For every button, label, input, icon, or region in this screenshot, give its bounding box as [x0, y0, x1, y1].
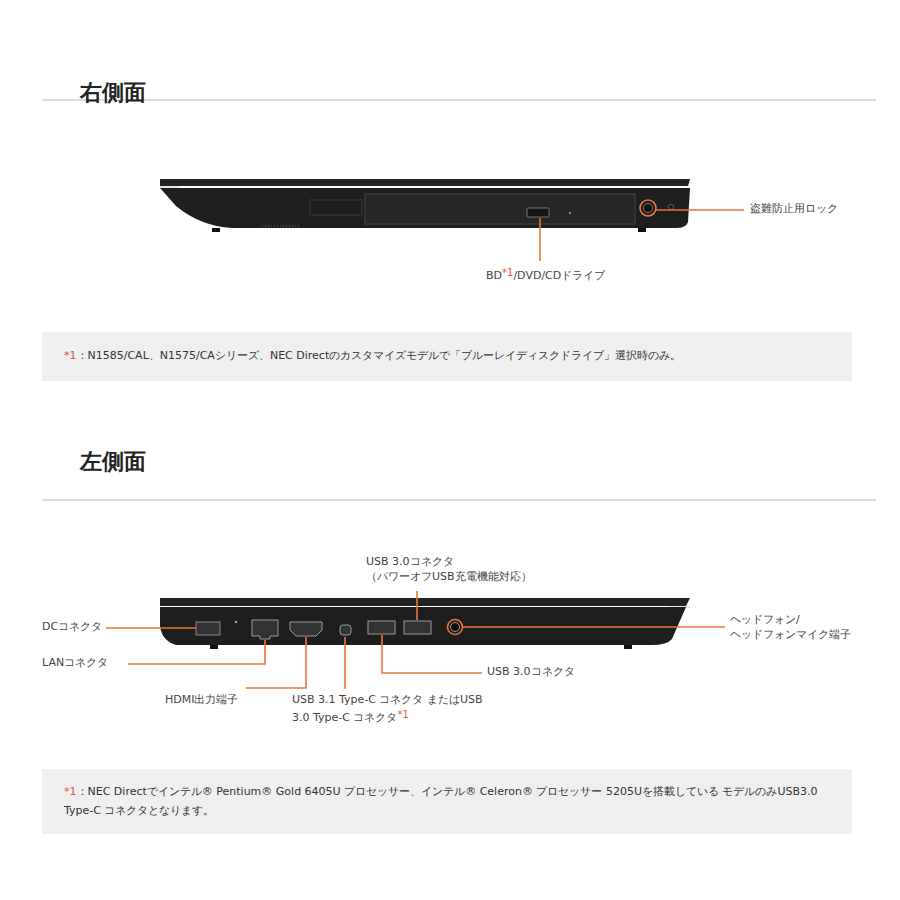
footnote-mark: *1: [397, 709, 408, 720]
part-label-group: DCコネクタ: [42, 620, 102, 635]
footnote-panel: *1：N1585/CAL、N1575/CAシリーズ、NEC Directのカスタ…: [42, 332, 852, 381]
leader-ring: [640, 200, 656, 216]
part-label-group: USB 3.1 Type-C コネクタ またはUSB 3.0 Type-C コネ…: [292, 693, 488, 726]
part-label-group: LANコネクタ: [42, 656, 108, 671]
section-heading-group: 左側面: [80, 447, 146, 477]
footnote-mark: *1: [64, 349, 77, 362]
section-heading: 左側面: [80, 449, 146, 474]
part-label-group: 盗難防止用ロック: [750, 202, 838, 217]
part-label: USB 3.0コネクタ: [487, 665, 575, 678]
rule-line: [42, 99, 876, 100]
leader-line: [344, 637, 346, 689]
leader-line: [246, 637, 306, 688]
part-label-group: ヘッドフォン/ ヘッドフォンマイク端子: [730, 613, 868, 643]
part-label: /DVD/CDドライブ: [513, 269, 605, 282]
leader-line: [382, 635, 482, 673]
part-label-group: HDMI出力端子: [165, 693, 238, 708]
part-label: BD: [486, 269, 502, 282]
usbc-port: [340, 625, 351, 635]
part-label: ヘッドフォン/ ヘッドフォンマイク端子: [730, 613, 851, 641]
part-label-group: USB 3.0コネクタ: [487, 665, 575, 680]
laptop-base: [160, 188, 690, 228]
port-hole: [669, 205, 674, 210]
part-label: DCコネクタ: [42, 620, 102, 633]
section-heading: 右側面: [80, 80, 146, 105]
part-label: LANコネクタ: [42, 656, 108, 669]
footnote-panel: *1：NEC Directでインテル® Pentium® Gold 6405U …: [42, 769, 852, 834]
audio-jack: [451, 623, 460, 632]
part-label-group: USB 3.0コネクタ （パワーオフUSB充電機能対応）: [366, 555, 544, 585]
footnote-text: ：N1585/CAL、N1575/CAシリーズ、NEC Directのカスタマイ…: [77, 349, 682, 362]
leader-line: [539, 218, 541, 261]
optical-drive: [365, 194, 635, 224]
leader-line: [128, 640, 265, 664]
lid-edge: [160, 187, 180, 188]
drive-led: [569, 212, 571, 214]
laptop-base: [160, 607, 686, 645]
eject-button: [527, 208, 549, 217]
footnote-text: ：NEC Directでインテル® Pentium® Gold 6405U プロ…: [64, 785, 818, 817]
part-label-group: BD*1/DVD/CDドライブ: [486, 266, 605, 284]
leader-line: [416, 591, 418, 620]
hdmi-port: [290, 622, 322, 636]
dc-port: [196, 622, 220, 635]
footnote-mark: *1: [64, 785, 77, 798]
usb-port: [404, 621, 431, 634]
foot: [624, 645, 632, 649]
leader-ring: [448, 620, 463, 635]
leader-line: [656, 209, 744, 211]
led: [235, 621, 238, 624]
drive-bezel: [310, 200, 362, 215]
laptop-lid: [160, 598, 690, 606]
foot: [212, 228, 220, 232]
lock-slot: [644, 204, 653, 213]
part-label: 盗難防止用ロック: [750, 202, 838, 215]
part-label: USB 3.1 Type-C コネクタ またはUSB 3.0 Type-C コネ…: [292, 693, 483, 724]
vent: [262, 225, 300, 227]
leader-line: [106, 627, 196, 629]
leader-line: [463, 626, 725, 628]
foot: [638, 228, 646, 232]
lan-port: [252, 620, 278, 639]
foot: [210, 645, 218, 649]
rule-line: [42, 499, 876, 500]
part-label: HDMI出力端子: [165, 693, 238, 706]
footnote-mark: *1: [502, 267, 513, 278]
laptop-lid: [160, 179, 690, 186]
part-label: USB 3.0コネクタ （パワーオフUSB充電機能対応）: [366, 555, 532, 583]
usb-port: [368, 621, 395, 634]
section-heading-group: 右側面: [80, 78, 146, 108]
